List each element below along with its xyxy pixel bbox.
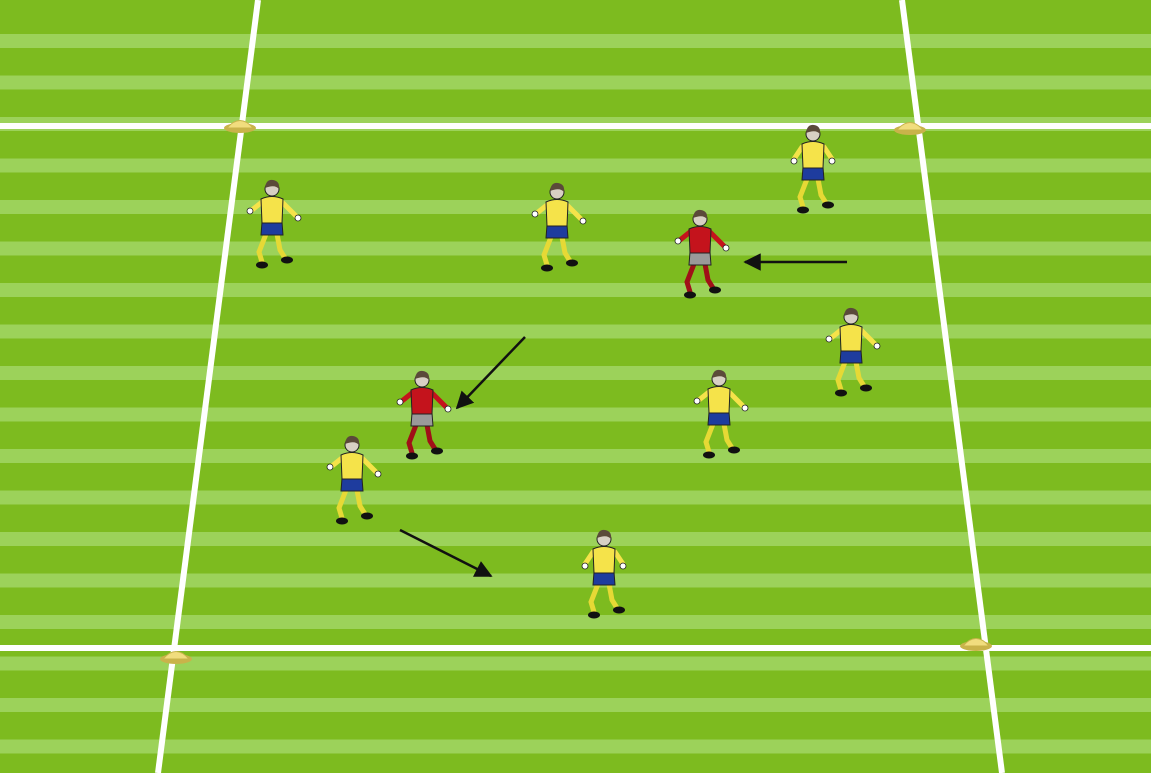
grass-stripe [0, 242, 1151, 256]
grass-stripe [0, 491, 1151, 505]
grass-stripe [0, 283, 1151, 297]
grass-stripe [0, 449, 1151, 463]
grass-stripe [0, 698, 1151, 712]
grass-stripe [0, 740, 1151, 754]
grass-stripe [0, 615, 1151, 629]
grass-stripe [0, 76, 1151, 90]
grass-stripe [0, 34, 1151, 48]
grass-stripe [0, 408, 1151, 422]
grass-stripe [0, 366, 1151, 380]
grass-stripe [0, 325, 1151, 339]
grass-stripe [0, 532, 1151, 546]
grass-stripe [0, 159, 1151, 173]
